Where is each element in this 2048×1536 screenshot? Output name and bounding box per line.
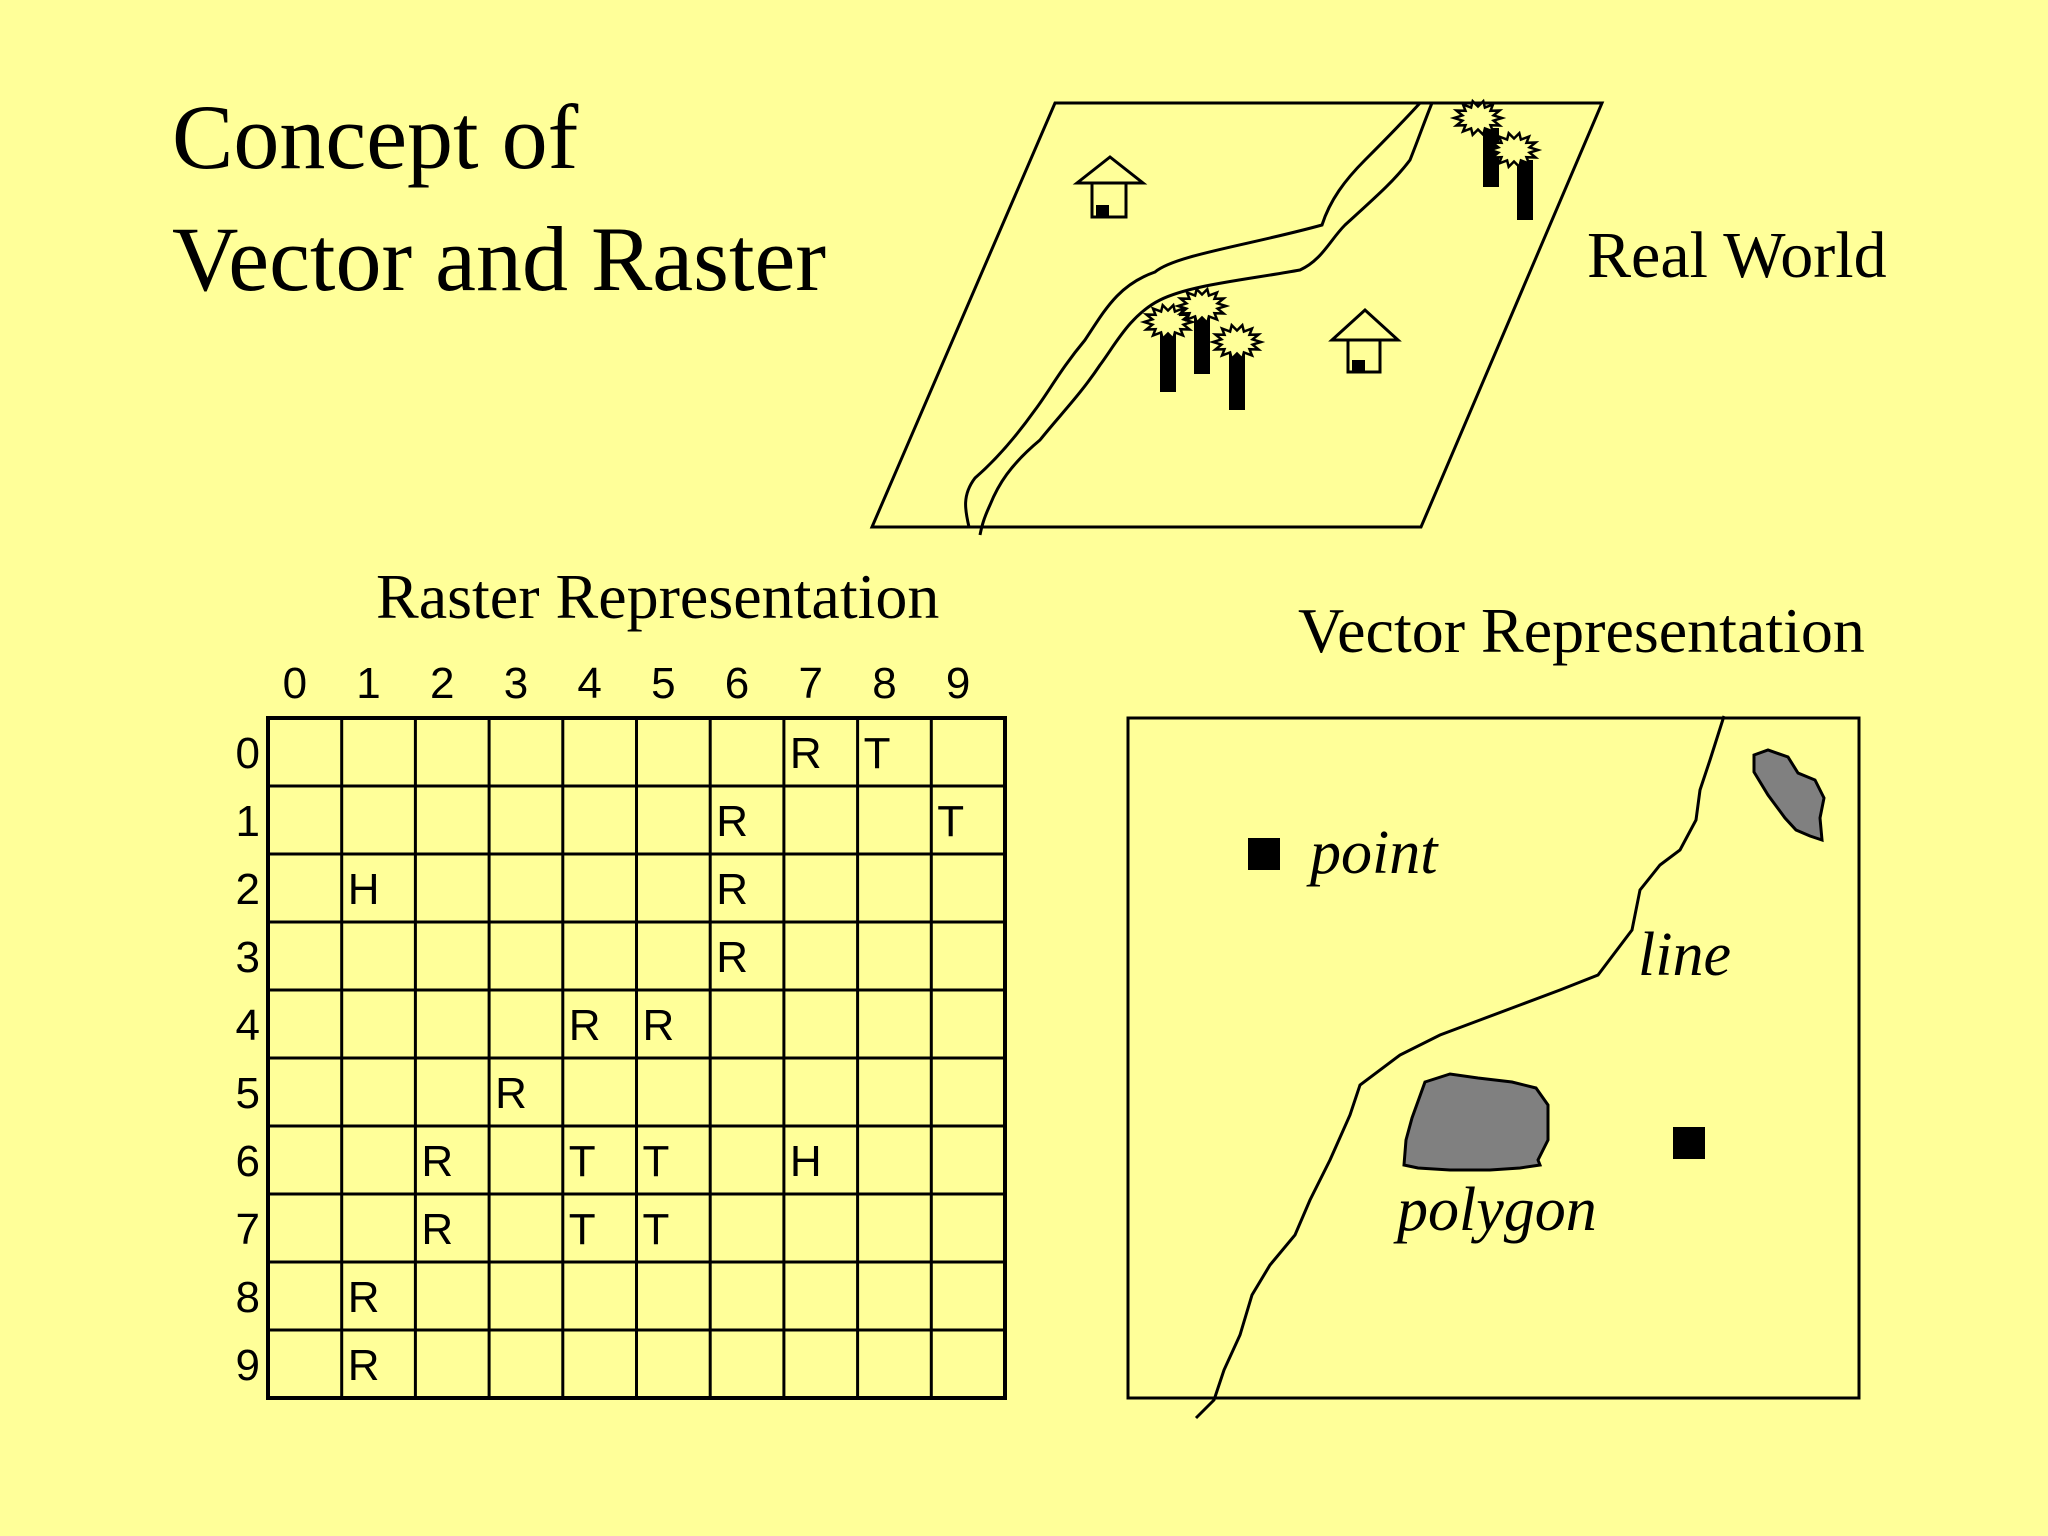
raster-column-header: 0 [283,659,307,708]
raster-cell-value: T [569,1137,596,1186]
raster-column-header: 2 [430,659,454,708]
raster-row-header: 4 [236,1001,260,1050]
point-label: point [1306,819,1439,887]
raster-row-header: 6 [236,1137,260,1186]
raster-column-header: 9 [946,659,970,708]
vector-point [1248,838,1280,870]
raster-cell-value: R [790,729,822,778]
real-world-label: Real World [1587,219,1887,292]
raster-cell-value: T [569,1205,596,1254]
raster-cell-value: H [790,1137,822,1186]
raster-cell-value: T [643,1205,670,1254]
raster-cell-value: R [421,1205,453,1254]
vector-map: point line polygon [1126,715,1861,1420]
tree-icon [1173,286,1231,374]
vector-polygon-large [1402,1072,1550,1172]
vector-representation-label: Vector Representation [1298,595,1865,666]
raster-row-header: 7 [236,1205,260,1254]
raster-row-header: 2 [236,865,260,914]
polygon-label: polygon [1393,1176,1597,1244]
raster-cell-value: T [643,1137,670,1186]
raster-cell-value: R [348,1273,380,1322]
raster-cell-value: R [495,1069,527,1118]
vector-polygon-small [1752,748,1826,843]
raster-cell-value: R [716,865,748,914]
raster-cell-value: R [348,1341,380,1390]
vector-line [1194,715,1726,1420]
raster-column-header: 4 [577,659,601,708]
tree-icon [1139,302,1197,392]
river-bank-right [978,102,1434,536]
raster-column-header: 8 [872,659,896,708]
raster-row-header: 5 [236,1069,260,1118]
raster-column-header: 6 [725,659,749,708]
raster-column-header: 3 [504,659,528,708]
raster-column-header: 5 [651,659,675,708]
vector-frame [1126,716,1861,1400]
raster-cell-value: R [716,933,748,982]
tree-group [1139,98,1543,410]
raster-cell-value: R [716,797,748,846]
raster-cell-value: T [937,797,964,846]
raster-cell-value: R [569,1001,601,1050]
real-world-map [869,98,1605,536]
raster-row-header: 0 [236,729,260,778]
tree-icon [1208,322,1266,410]
raster-row-header: 8 [236,1273,260,1322]
vector-point [1673,1127,1705,1159]
tree-icon [1485,130,1543,220]
river-bank-left [964,101,1422,528]
raster-cell-value: T [864,729,891,778]
line-label: line [1638,921,1731,989]
raster-row-header: 1 [236,797,260,846]
page-title: Concept of Vector and Raster [172,86,826,310]
raster-cell-value: R [643,1001,675,1050]
raster-representation-label: Raster Representation [376,561,940,632]
raster-cell-value: H [348,865,380,914]
raster-column-header: 1 [356,659,380,708]
raster-cell-value: R [421,1137,453,1186]
raster-row-header: 9 [236,1341,260,1390]
raster-column-header: 7 [799,659,823,708]
house-icon [1328,307,1402,374]
house-icon [1072,155,1148,219]
raster-row-header: 3 [236,933,260,982]
